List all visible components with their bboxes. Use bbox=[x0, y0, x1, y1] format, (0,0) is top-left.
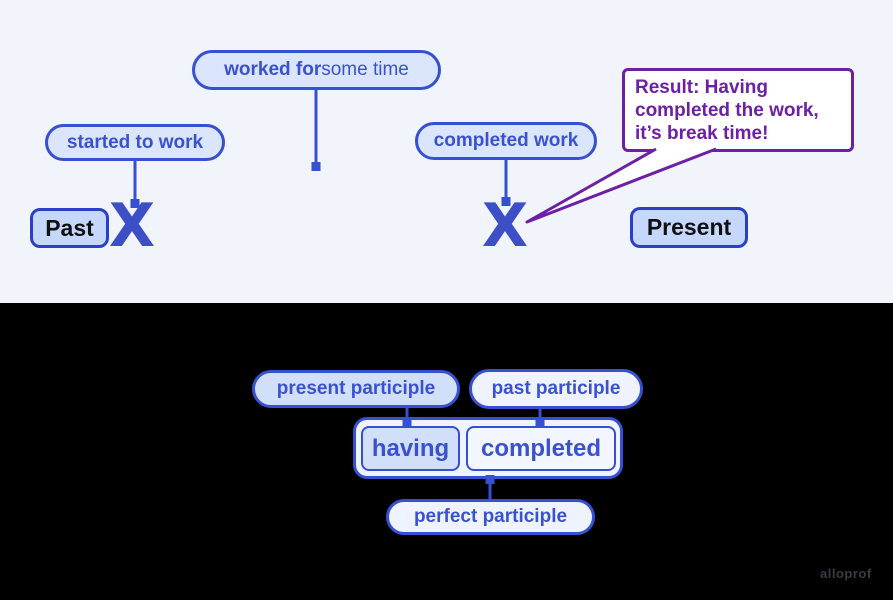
event-label-text: started to work bbox=[66, 131, 204, 153]
result-callout-line: it’s break time! bbox=[635, 123, 769, 144]
present-label: Present bbox=[630, 207, 748, 248]
past-label: Past bbox=[30, 208, 109, 248]
past-participle-label: past participle bbox=[469, 369, 643, 409]
past-label-text: Past bbox=[45, 214, 94, 241]
past-participle-text: past participle bbox=[491, 378, 621, 399]
word-box-completed: completed bbox=[466, 426, 616, 471]
present-participle-text: present participle bbox=[276, 378, 436, 399]
word-having-text: having bbox=[371, 434, 450, 462]
event-label-worked-for-some-time: worked for some time bbox=[192, 50, 441, 90]
alloprof-logo: alloprof bbox=[820, 566, 872, 581]
present-participle-label: present participle bbox=[252, 370, 460, 408]
perfect-participle-label: perfect participle bbox=[386, 499, 595, 535]
timeline-x-marker-start: X bbox=[108, 191, 156, 261]
result-callout-line: Result: Having bbox=[635, 77, 769, 98]
present-label-text: Present bbox=[646, 214, 732, 240]
event-label-regular-text: some time bbox=[321, 59, 409, 80]
result-callout-line: completed the work, bbox=[635, 100, 819, 121]
event-label-text: completed work bbox=[433, 130, 579, 151]
word-completed-text: completed bbox=[480, 434, 602, 462]
event-label-started-to-work: started to work bbox=[45, 124, 225, 161]
word-box-having: having bbox=[361, 426, 460, 471]
event-label-bold-text: worked for bbox=[224, 59, 322, 80]
result-callout-bubble: Result: Having completed the work, it’s … bbox=[622, 68, 854, 152]
perfect-participle-text: perfect participle bbox=[413, 506, 568, 527]
event-label-completed-work: completed work bbox=[415, 122, 597, 160]
timeline-x-marker-end: X bbox=[481, 191, 529, 261]
